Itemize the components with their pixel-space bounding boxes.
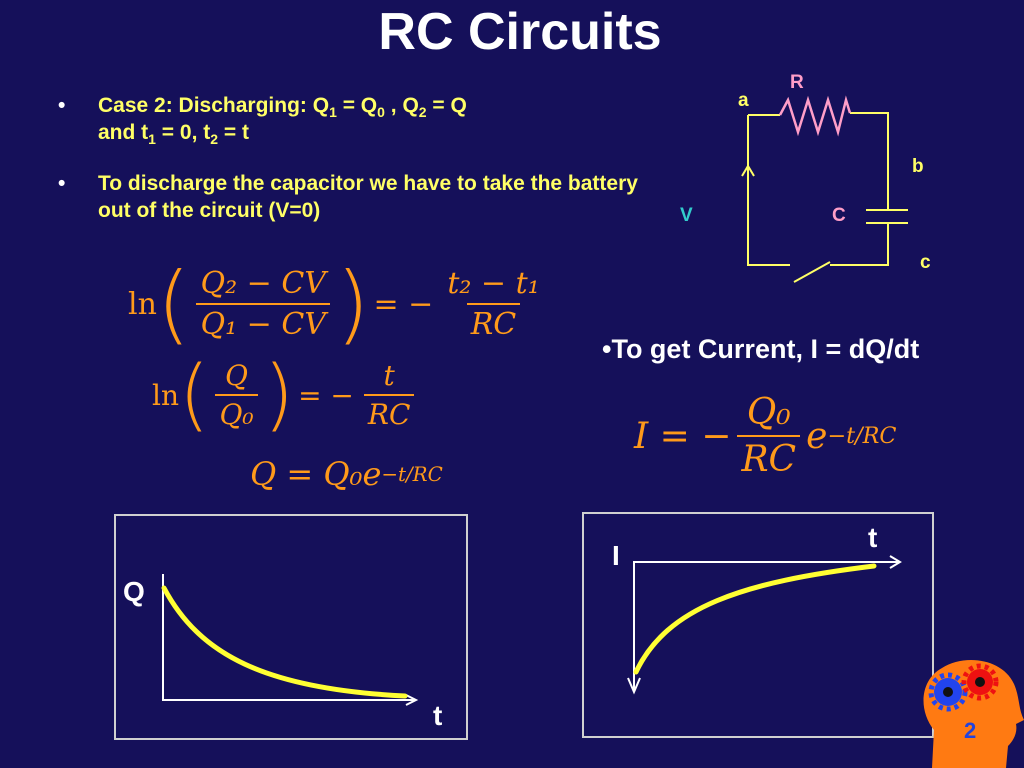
label-b: b: [912, 156, 924, 177]
bullet-marker: •: [58, 94, 66, 117]
graph-charge-box: [114, 514, 468, 740]
eq2-ln: ln: [152, 378, 179, 412]
label-R: R: [790, 72, 804, 93]
bullet-discharge-text: To discharge the capacitor we have to ta…: [98, 172, 638, 222]
circuit-wire-right: [850, 112, 889, 210]
graph-current-x-arrow: [889, 555, 902, 569]
eq1-rhs-fraction: t₂ − t₁ RC: [447, 266, 540, 342]
eq3-lhs: Q = Q₀e: [250, 455, 382, 493]
graph-current-curve: [633, 563, 877, 675]
bullet-discharge: • To discharge the capacitor we have to …: [58, 170, 638, 224]
label-V: V: [680, 205, 693, 226]
graph-charge-y-axis: [162, 574, 414, 701]
circuit-switch: [793, 261, 831, 283]
head-gears-logo: [923, 660, 1024, 768]
circuit-wire-bottom: [830, 223, 889, 266]
graph-charge-x-arrow: [405, 694, 419, 706]
label-a: a: [738, 90, 749, 111]
graph-current-box: [582, 512, 934, 738]
graph-current-y-label: I: [612, 540, 620, 571]
slide-number: 2: [964, 718, 977, 743]
red-gear-icon: [961, 663, 999, 701]
graph-charge-plot: [161, 574, 419, 706]
eq2-lparen: (: [179, 350, 210, 440]
eq1-ln: ln: [128, 286, 157, 322]
graph-current-x-label: t: [868, 522, 878, 553]
current-lhs: I = −: [634, 415, 732, 457]
graph-charge-y-label: Q: [123, 576, 145, 607]
equation-current: I = − Q₀ RC e−t/RC: [634, 392, 896, 480]
bullet-list: • Case 2: Discharging: Q1 = Q0 , Q2 = Q …: [58, 92, 638, 248]
equation-charge-decay: Q = Q₀e−t/RC: [250, 455, 443, 493]
circuit-wire-left: [747, 115, 790, 266]
current-exponent: −t/RC: [827, 423, 897, 449]
eq1-equals: = −: [373, 286, 434, 322]
bullet-case2-line1: Case 2: Discharging: Q1 = Q0 , Q2 = Q: [98, 94, 467, 121]
rc-circuit-diagram: [741, 95, 908, 283]
eq2-rparen: ): [263, 350, 295, 440]
eq1-fraction: Q₂ − CV Q₁ − CV: [196, 266, 330, 342]
graph-charge-curve: [161, 585, 408, 699]
eq2-fraction: Q Q₀: [215, 359, 258, 431]
eq3-exponent: −t/RC: [381, 462, 443, 486]
eq1-lparen: (: [156, 254, 191, 354]
label-C: C: [832, 205, 846, 226]
label-c: c: [920, 252, 931, 273]
current-base: e: [806, 415, 828, 457]
equation-ln-simplified: ln ( Q Q₀ ) = − t RC: [152, 350, 420, 440]
current-fraction: Q₀ RC: [737, 392, 801, 480]
eq1-rparen: ): [335, 254, 370, 354]
bullet-case2-line2: and t1 = 0, t2 = t: [98, 121, 249, 148]
current-bullet: •To get Current, I = dQ/dt: [602, 334, 920, 364]
graph-charge-x-label: t: [433, 700, 443, 731]
graph-current-axes: [633, 561, 900, 690]
bullet-case2: • Case 2: Discharging: Q1 = Q0 , Q2 = Q …: [58, 92, 638, 146]
slide-title: RC Circuits: [378, 3, 662, 61]
battery-arrow: [741, 164, 755, 180]
graph-current-y-arrow: [627, 677, 641, 695]
resistor-zigzag: [778, 95, 852, 137]
bullet-marker: •: [58, 172, 66, 195]
equation-ln-general: ln ( Q₂ − CV Q₁ − CV ) = − t₂ − t₁ RC: [128, 254, 550, 354]
graph-current-plot: [627, 555, 902, 695]
eq2-rhs-fraction: t RC: [363, 359, 415, 431]
eq2-equals: = −: [298, 378, 354, 412]
